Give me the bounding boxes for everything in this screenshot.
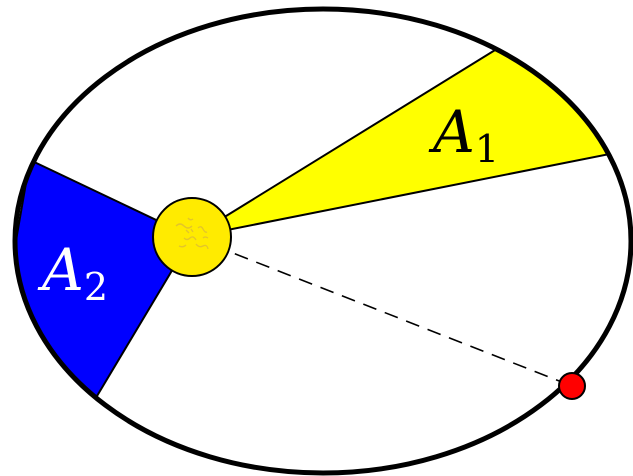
area-2-label: A2 bbox=[37, 236, 108, 309]
area-1-label: A1 bbox=[428, 98, 499, 171]
sun-texture bbox=[175, 217, 209, 250]
area-2-subscript: 2 bbox=[84, 265, 108, 309]
area-2-symbol: A bbox=[37, 236, 84, 304]
swept-areas bbox=[15, 9, 631, 397]
area-1-symbol: A bbox=[428, 98, 475, 166]
radius-line-dashed bbox=[191, 236, 573, 387]
area-1-subscript: 1 bbox=[475, 127, 499, 171]
swept-area-1 bbox=[191, 9, 631, 238]
sun bbox=[152, 197, 232, 277]
orbit-ellipse bbox=[12, 6, 633, 476]
planet bbox=[558, 372, 586, 400]
